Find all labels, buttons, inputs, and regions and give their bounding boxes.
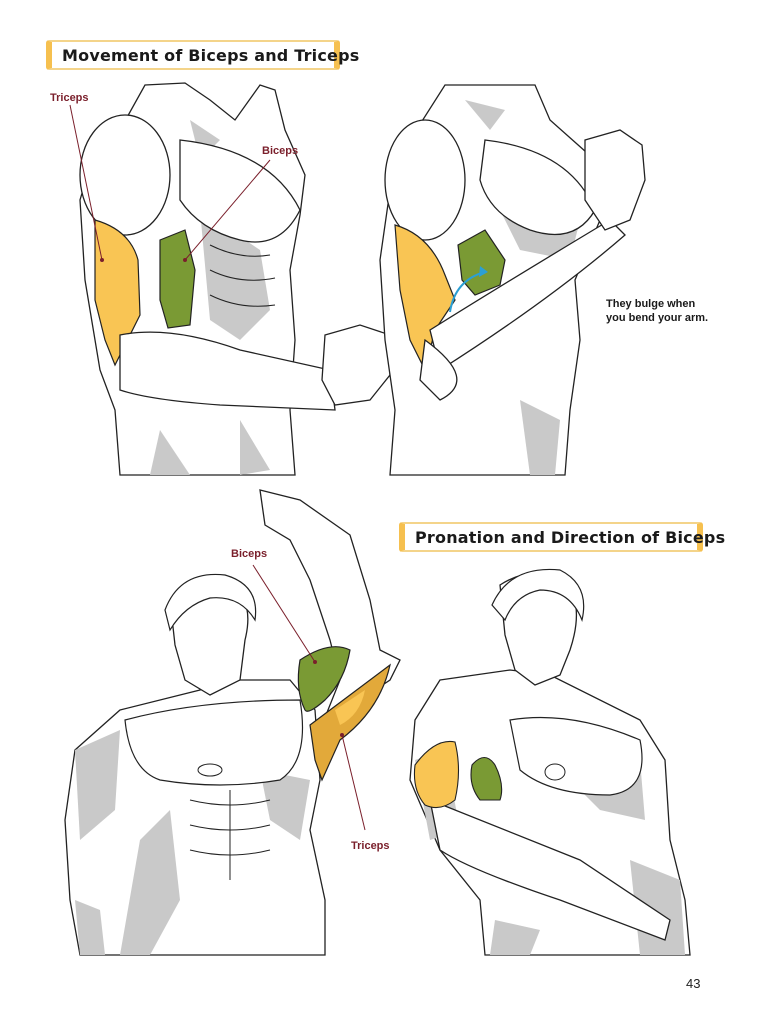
label-biceps: Biceps (262, 145, 299, 157)
section-title-text: Movement of Biceps and Triceps (62, 45, 360, 65)
section-title-movement: Movement of Biceps and Triceps (46, 40, 359, 70)
label-triceps-raised: Triceps (351, 840, 390, 852)
figure-arm-raised (64, 489, 401, 956)
page-number: 43 (686, 976, 701, 991)
section-title-pronation: Pronation and Direction of Biceps (399, 522, 725, 552)
figure-arm-flexed (379, 84, 646, 476)
section-title-text: Pronation and Direction of Biceps (415, 527, 726, 547)
note-line-1: They bulge when (606, 298, 696, 310)
label-triceps: Triceps (50, 92, 89, 104)
figure-arm-across-body (409, 568, 691, 956)
note-bulge: They bulge when you bend your arm. (606, 297, 708, 325)
figure-arm-extended (69, 82, 391, 476)
note-line-2: you bend your arm. (606, 312, 709, 324)
label-biceps-raised: Biceps (231, 548, 268, 560)
